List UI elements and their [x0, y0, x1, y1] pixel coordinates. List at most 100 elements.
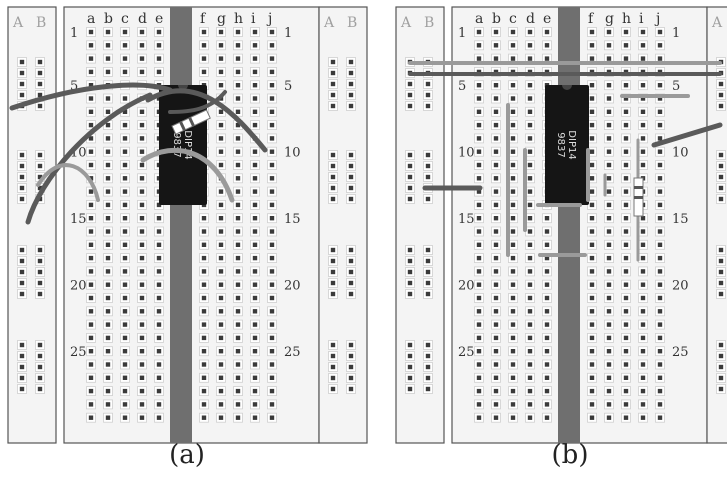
breadboard-hole	[589, 322, 595, 327]
breadboard-hole	[476, 83, 482, 88]
breadboard-hole	[476, 43, 482, 48]
breadboard-hole	[269, 282, 275, 287]
breadboard-hole	[252, 83, 258, 88]
breadboard-hole	[589, 242, 595, 247]
breadboard-hole	[201, 322, 207, 327]
breadboard-hole	[657, 29, 663, 35]
breadboard-hole	[640, 29, 646, 35]
breadboard-hole	[640, 362, 646, 367]
breadboard-hole	[105, 362, 111, 367]
breadboard-hole	[348, 70, 354, 76]
breadboard-hole	[252, 229, 258, 234]
breadboard-hole	[657, 269, 663, 274]
jumper-wire	[168, 90, 227, 114]
breadboard-hole	[19, 81, 25, 87]
breadboard-hole	[88, 295, 94, 301]
breadboard-hole	[122, 162, 128, 168]
breadboard-hole	[407, 196, 413, 202]
column-label-a: a	[475, 11, 483, 27]
breadboard-hole	[88, 109, 94, 114]
breadboard-hole	[589, 109, 595, 114]
jumper-wire	[145, 88, 268, 153]
breadboard-hole	[37, 247, 43, 253]
breadboard-hole	[105, 388, 111, 394]
breadboard-hole	[88, 83, 94, 88]
breadboard-hole	[252, 162, 258, 168]
breadboard-hole	[235, 122, 241, 128]
breadboard-hole	[139, 322, 145, 327]
rail-label-b: B	[424, 15, 434, 31]
column-label-i: i	[251, 11, 256, 27]
breadboard-hole	[218, 375, 224, 380]
breadboard-hole	[657, 349, 663, 354]
breadboard-hole	[105, 295, 111, 301]
row-number-right-20: 20	[672, 279, 689, 294]
breadboard-hole	[476, 388, 482, 394]
breadboard-hole	[544, 56, 550, 61]
breadboard-hole	[156, 56, 162, 61]
breadboard-hole	[527, 282, 533, 287]
breadboard-hole	[218, 162, 224, 168]
breadboard-hole	[201, 335, 207, 341]
breadboard-hole	[218, 388, 224, 394]
breadboard-hole	[122, 322, 128, 327]
breadboard-hole	[718, 353, 724, 359]
breadboard-hole	[640, 415, 646, 420]
rail-label-a: A	[12, 15, 24, 31]
breadboard-hole	[640, 56, 646, 61]
breadboard-hole	[19, 342, 25, 348]
breadboard-hole	[425, 247, 431, 253]
breadboard-hole	[589, 69, 595, 75]
breadboard-hole	[105, 402, 111, 407]
row-number-15: 15	[458, 212, 475, 227]
breadboard-hole	[657, 122, 663, 128]
breadboard-hole	[623, 335, 629, 341]
breadboard-hole	[235, 322, 241, 327]
breadboard-hole	[330, 258, 336, 264]
breadboard-hole	[623, 136, 629, 141]
breadboard-hole	[606, 322, 612, 327]
breadboard-hole	[657, 176, 663, 181]
breadboard-hole	[527, 216, 533, 221]
breadboard-hole	[218, 415, 224, 420]
breadboard-hole	[139, 269, 145, 274]
breadboard-hole	[122, 29, 128, 35]
breadboard-hole	[37, 92, 43, 98]
chip-label-line-2: 9837	[171, 132, 182, 157]
breadboard-hole	[105, 322, 111, 327]
breadboard-hole	[493, 255, 499, 261]
breadboard-hole	[527, 402, 533, 407]
breadboard-hole	[407, 81, 413, 87]
breadboard-hole	[527, 309, 533, 314]
breadboard-hole	[589, 362, 595, 367]
breadboard-hole	[156, 216, 162, 221]
breadboard-hole	[476, 255, 482, 261]
breadboard-hole	[606, 29, 612, 35]
breadboard-hole	[544, 335, 550, 341]
breadboard-hole	[606, 309, 612, 314]
breadboard-hole	[156, 415, 162, 420]
breadboard-hole	[88, 269, 94, 274]
breadboard-hole	[510, 322, 516, 327]
breadboard-hole	[476, 362, 482, 367]
breadboard-hole	[544, 282, 550, 287]
breadboard-hole	[269, 242, 275, 247]
breadboard-hole	[105, 136, 111, 141]
breadboard-hole	[589, 96, 595, 101]
breadboard-hole	[657, 216, 663, 221]
breadboard-hole	[88, 415, 94, 420]
breadboard-hole	[606, 109, 612, 114]
breadboard-hole	[348, 280, 354, 286]
breadboard-hole	[156, 322, 162, 327]
breadboard-hole	[235, 415, 241, 420]
breadboard-hole	[105, 242, 111, 247]
breadboard-hole	[425, 258, 431, 264]
breadboard-hole	[544, 362, 550, 367]
breadboard-hole	[425, 353, 431, 359]
breadboard-hole	[88, 309, 94, 314]
breadboard-hole	[252, 149, 258, 154]
breadboard-hole	[493, 109, 499, 114]
breadboard-hole	[623, 295, 629, 301]
breadboard-hole	[623, 83, 629, 88]
breadboard-hole	[718, 196, 724, 202]
